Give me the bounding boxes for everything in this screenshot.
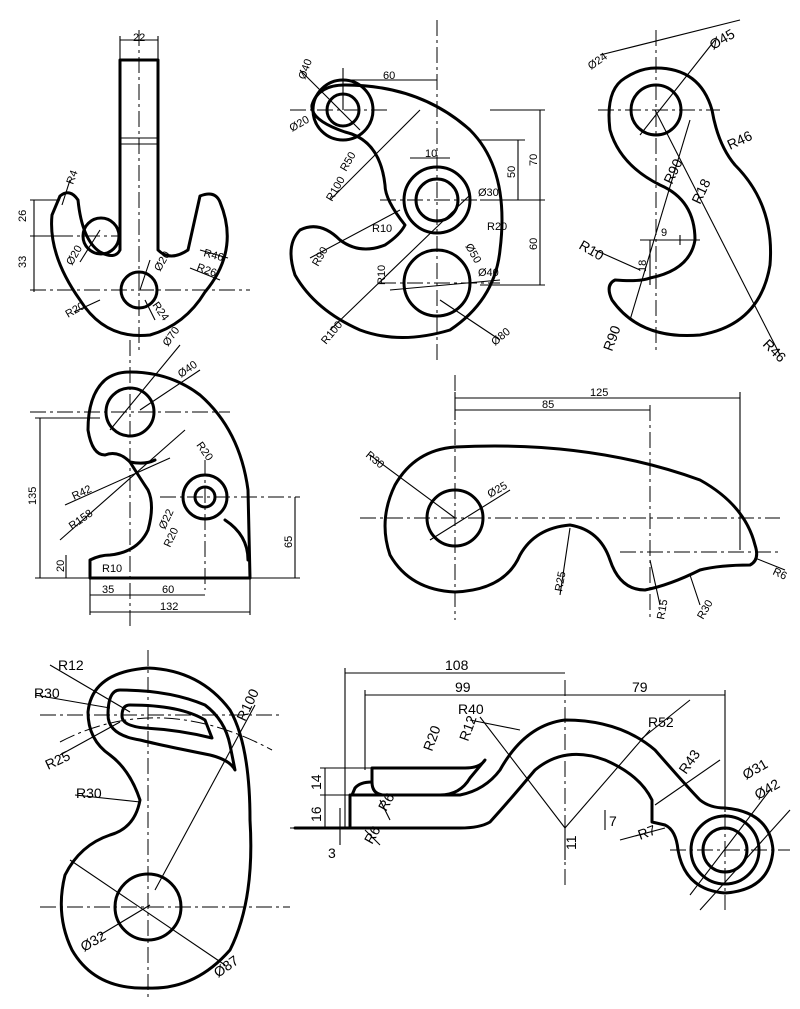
dim-r10: R10: [372, 223, 392, 235]
dim-99: 99: [455, 679, 471, 695]
dim-dia50: Ø50: [462, 242, 483, 266]
dim-r50: R50: [338, 150, 358, 173]
dim-10: 10: [425, 148, 437, 160]
dim-r20: R20: [194, 440, 215, 463]
dim-33: 33: [17, 256, 29, 268]
dim-r46: R46: [725, 127, 755, 152]
dim-125: 125: [590, 387, 608, 399]
dim-r42: R42: [70, 483, 93, 502]
dim-r20: R20: [420, 723, 444, 753]
dim-135: 135: [27, 487, 39, 505]
drawing-hook-shaft: 22 R4 26 33 Ø20 Ø20 R46 R26 R20 R24: [17, 30, 250, 350]
dim-dia20-a: Ø20: [64, 243, 85, 267]
dim-26: 26: [17, 210, 29, 222]
dim-r46: R46: [202, 247, 225, 264]
dim-60-b: 60: [528, 238, 540, 250]
dim-r20: R20: [487, 221, 507, 233]
dim-7: 7: [609, 813, 617, 829]
dim-dia80: Ø80: [489, 326, 513, 349]
dim-dia40: Ø40: [176, 359, 200, 381]
dim-dia87: Ø87: [211, 952, 242, 980]
dim-dia42: Ø42: [752, 775, 783, 802]
dim-r25: R25: [553, 571, 568, 593]
dim-dia20: Ø20: [288, 114, 312, 135]
dim-60: 60: [162, 584, 174, 596]
dim-r40: R40: [458, 701, 484, 717]
dim-r90-b: R90: [600, 323, 624, 353]
dim-9: 9: [661, 227, 667, 239]
dim-22: 22: [133, 32, 145, 44]
dim-dia30: Ø30: [478, 187, 499, 199]
dim-r10: R10: [577, 237, 607, 264]
dim-3: 3: [328, 845, 336, 861]
drawing-cam-slot: R12 R30 R25 R100 R30 Ø32 Ø87: [34, 650, 290, 1000]
dim-r30: R30: [363, 449, 386, 471]
dim-dia32: Ø32: [78, 927, 109, 954]
drawing-s-hook: Ø24 Ø45 R46 R90 R18 9 R10 18 R90 R46: [577, 19, 790, 366]
dim-85: 85: [542, 399, 554, 411]
dim-dia40: Ø40: [478, 267, 499, 279]
dim-dia40-top: Ø40: [297, 57, 315, 81]
dim-r6: R6: [375, 790, 398, 814]
dim-dia31: Ø31: [740, 755, 771, 782]
dim-r4: R4: [65, 169, 81, 186]
dim-79: 79: [632, 679, 648, 695]
dim-r90: R90: [660, 156, 685, 186]
dim-r46-b: R46: [760, 336, 790, 366]
dim-70: 70: [528, 154, 540, 166]
dim-r6: R6: [771, 566, 789, 583]
dim-r10: R10: [102, 563, 122, 575]
dim-11: 11: [563, 835, 579, 850]
drawing-crescent-lever: Ø40 60 Ø20 R50 10 50 70 R100 Ø30 R10 R20…: [288, 20, 545, 360]
dim-r100: R100: [233, 686, 262, 723]
dim-r15: R15: [655, 599, 670, 621]
dim-dia45: Ø45: [707, 25, 738, 52]
dim-20: 20: [55, 560, 67, 572]
dim-r30-b: R30: [76, 785, 102, 801]
dim-r43: R43: [675, 746, 703, 776]
dim-65: 65: [283, 536, 295, 548]
dim-r24: R24: [150, 300, 171, 323]
dim-r30: R30: [34, 685, 60, 701]
dim-dia20-b: Ø20: [152, 249, 173, 273]
dim-r6-b: R6: [361, 823, 384, 847]
dim-r100: R100: [324, 175, 348, 204]
dim-r10-b: R10: [376, 265, 388, 285]
dim-r18: R18: [688, 176, 713, 206]
dim-r100-b: R100: [319, 319, 345, 347]
drawing-curved-lever: 125 85 R30 Ø25 R25 R6 R15 R30: [360, 375, 789, 622]
dim-132: 132: [160, 601, 178, 613]
dim-35: 35: [102, 584, 114, 596]
dim-50: 50: [506, 166, 518, 178]
dim-r52: R52: [648, 714, 674, 730]
dim-r12: R12: [456, 713, 480, 743]
dim-18: 18: [637, 260, 649, 272]
dim-16: 16: [308, 806, 324, 822]
dim-r7: R7: [636, 822, 658, 843]
dim-r158: R158: [67, 508, 95, 533]
dim-r26: R26: [195, 262, 218, 280]
dim-60: 60: [383, 70, 395, 82]
dim-14: 14: [308, 774, 324, 790]
dim-108: 108: [445, 657, 469, 673]
dim-r12: R12: [58, 657, 84, 673]
drawing-arch-bracket: 108 99 79 R40 R52 R20 R12 R43 Ø31 Ø42 14…: [290, 657, 791, 911]
drawing-sector-plate: Ø70 Ø40 135 R20 R42 R158 Ø22 R20 65 20 R…: [27, 325, 300, 630]
